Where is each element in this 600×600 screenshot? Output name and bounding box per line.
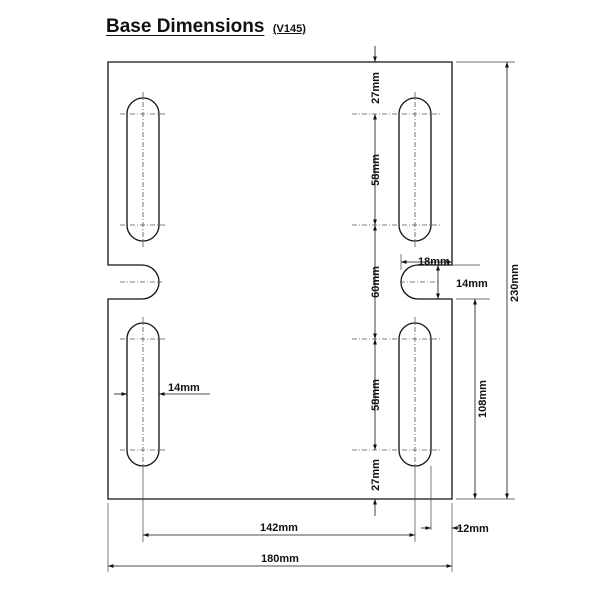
label-total-height: 230mm (509, 264, 521, 302)
diagram-title: Base Dimensions (V145) (106, 16, 306, 38)
label-top-offset: 27mm (370, 72, 382, 104)
base-plate-outline (107, 61, 453, 500)
label-edge-offset: 12mm (457, 523, 489, 535)
label-upper-slot-length: 58mm (370, 154, 382, 186)
label-middle-gap: 60mm (370, 266, 382, 298)
label-notch-width: 14mm (456, 278, 488, 290)
label-lower-slot-length: 58mm (370, 379, 382, 411)
title-main: Base Dimensions (106, 16, 265, 37)
label-lower-height: 108mm (477, 380, 489, 418)
label-slot-spacing: 142mm (260, 522, 298, 534)
label-total-width: 180mm (261, 553, 299, 565)
label-slot-width: 14mm (168, 382, 200, 394)
title-model-code: (V145) (272, 23, 306, 35)
label-notch-depth: 18mm (418, 256, 450, 268)
label-bottom-offset: 27mm (370, 459, 382, 491)
center-lines (120, 92, 440, 472)
